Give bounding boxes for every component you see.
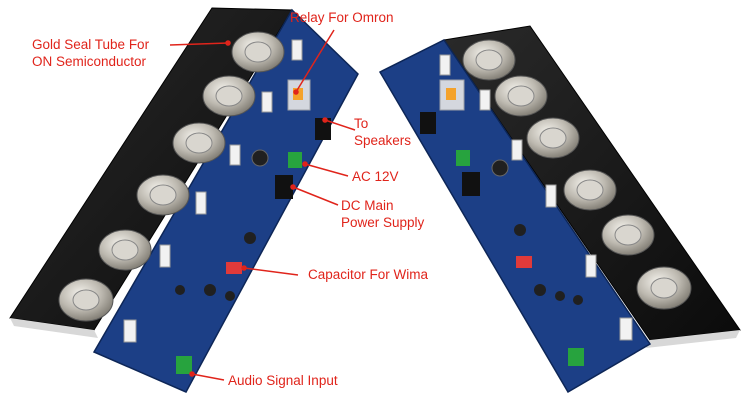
left-ac-connector xyxy=(288,152,302,168)
annotation-capacitor: Capacitor For Wima xyxy=(308,267,429,282)
transistor-to3 xyxy=(98,229,152,271)
left-speaker-terminal xyxy=(315,118,331,140)
left-transistors xyxy=(58,31,285,322)
transistor-to3 xyxy=(231,31,285,73)
right-wima-capacitor xyxy=(516,256,532,268)
transistor-to3 xyxy=(58,278,114,322)
right-amplifier-board xyxy=(378,25,741,394)
right-relay-core xyxy=(446,88,456,100)
right-ac-connector xyxy=(456,150,470,166)
transistor-to3 xyxy=(462,39,516,81)
left-amplifier-board xyxy=(9,7,359,393)
transistor-to3 xyxy=(526,117,580,159)
right-small-caps xyxy=(514,224,583,305)
transistor-to3 xyxy=(494,75,548,117)
left-heatsink-edge xyxy=(10,318,98,338)
left-dc-terminal xyxy=(275,175,293,199)
annotation-dc-main: DC Main Power Supply xyxy=(341,198,425,230)
right-transistors xyxy=(462,39,692,310)
annotation-audio-input: Audio Signal Input xyxy=(228,373,338,388)
annotation-ac-12v: AC 12V xyxy=(352,169,399,184)
transistor-to3 xyxy=(136,174,190,216)
left-small-caps xyxy=(175,232,256,301)
right-speaker-terminal xyxy=(420,112,436,134)
left-resistors xyxy=(123,39,303,343)
left-audio-input-connector xyxy=(176,356,192,374)
left-relay-core xyxy=(293,88,303,100)
annotation-relay: Relay For Omron xyxy=(290,10,394,25)
annotation-gold-seal-tube: Gold Seal Tube For ON Semiconductor xyxy=(32,37,150,69)
transistor-to3 xyxy=(563,169,617,211)
right-resistors xyxy=(439,54,633,341)
right-pcb xyxy=(378,39,652,394)
transistor-to3 xyxy=(636,266,692,310)
transistor-to3 xyxy=(202,75,256,117)
right-filter-capacitor xyxy=(491,159,509,177)
annotation-leaders xyxy=(169,29,356,381)
right-audio-input-connector xyxy=(568,348,584,366)
right-dc-terminal xyxy=(462,172,480,196)
transistor-to3 xyxy=(601,214,655,256)
right-heatsink-edge xyxy=(646,330,740,348)
annotation-to-speakers: To Speakers xyxy=(354,116,412,148)
left-filter-capacitor xyxy=(251,149,269,167)
left-wima-capacitor xyxy=(226,262,242,274)
transistor-to3 xyxy=(172,122,226,164)
